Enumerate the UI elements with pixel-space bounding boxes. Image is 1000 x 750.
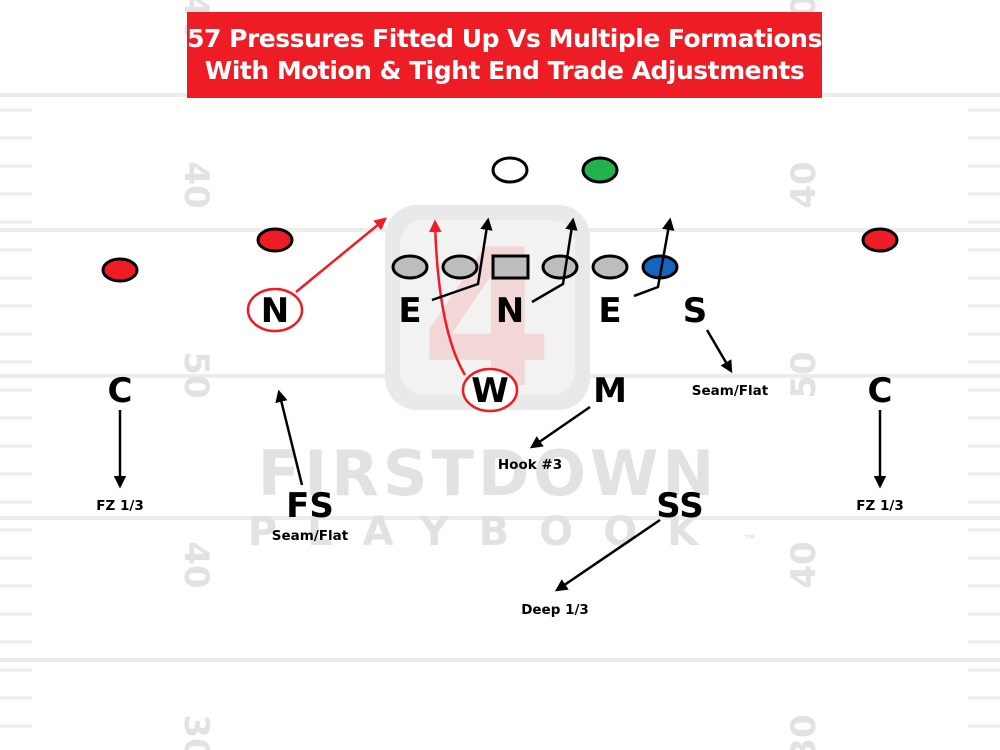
nose-rush-arrow [531, 217, 578, 304]
end-left-rush-arrow [431, 217, 493, 302]
assignment-mike: Hook #3 [498, 457, 562, 473]
assignment-strong-safety: Deep 1/3 [521, 602, 589, 618]
will-blitz-arrow [429, 219, 467, 376]
assignment-sam: Seam/Flat [692, 383, 769, 399]
running-back [581, 156, 619, 184]
mike-drop-arrow [529, 405, 591, 449]
defender-nose: N [496, 291, 524, 331]
yard-number-middle-left: 50 [176, 351, 216, 398]
yard-number-bottom-right: 30 [784, 714, 824, 750]
defender-corner-left: C [108, 371, 133, 411]
watermark-brand-top: FIRSTDOWN [258, 437, 719, 510]
defense: N E N E S W M C C FS SS [108, 287, 893, 526]
defender-mike: M [593, 371, 627, 411]
left-tackle [391, 254, 429, 280]
receiver-left-outside [101, 257, 139, 283]
receiver-right [861, 227, 899, 253]
zone-labels: Seam/Flat Hook #3 FZ 1/3 FZ 1/3 Seam/Fla… [96, 383, 903, 618]
assignment-free-safety: Seam/Flat [272, 528, 349, 544]
defender-end-left: E [398, 291, 421, 331]
yard-number-bottom-left: 30 [176, 714, 216, 750]
free-safety-drop-arrow [275, 389, 304, 486]
offense [101, 156, 899, 283]
right-guard [541, 254, 579, 280]
assignment-arrows [113, 217, 887, 592]
defender-will: W [471, 371, 509, 411]
yard-number-lower-left: 40 [176, 541, 216, 588]
yard-number-upper-right: 40 [784, 161, 824, 208]
yard-number-middle-right: 50 [784, 351, 824, 398]
center [491, 254, 530, 280]
end-right-rush-arrow [633, 217, 675, 298]
yard-number-lower-right: 40 [784, 541, 824, 588]
assignment-corner-left: FZ 1/3 [96, 498, 143, 514]
will-blitz-circle [461, 367, 519, 413]
title-line-1: 57 Pressures Fitted Up Vs Multiple Forma… [187, 24, 822, 53]
sam-drop-arrow [705, 329, 733, 374]
watermark-brand-bottom: PLAYBOOK [248, 509, 728, 555]
right-tackle [591, 254, 629, 280]
defender-end-right: E [598, 291, 621, 331]
receiver-left-slot [256, 227, 294, 253]
title-line-2: With Motion & Tight End Trade Adjustment… [204, 56, 805, 85]
quarterback [491, 156, 529, 184]
nickel-blitz-circle [246, 287, 304, 333]
yard-number-upper-left: 40 [176, 161, 216, 208]
defender-sam: S [683, 291, 708, 331]
defender-nickel: N [261, 291, 289, 331]
watermark-trademark: ™ [743, 533, 757, 549]
strong-safety-drop-arrow [554, 518, 661, 592]
title-banner: 57 Pressures Fitted Up Vs Multiple Forma… [187, 12, 822, 98]
nickel-blitz-arrow [295, 217, 387, 293]
left-guard [441, 254, 479, 280]
hash-marks [0, 108, 1000, 728]
defender-strong-safety: SS [656, 486, 703, 526]
defender-free-safety: FS [286, 486, 334, 526]
assignment-corner-right: FZ 1/3 [856, 498, 903, 514]
defender-corner-right: C [868, 371, 893, 411]
